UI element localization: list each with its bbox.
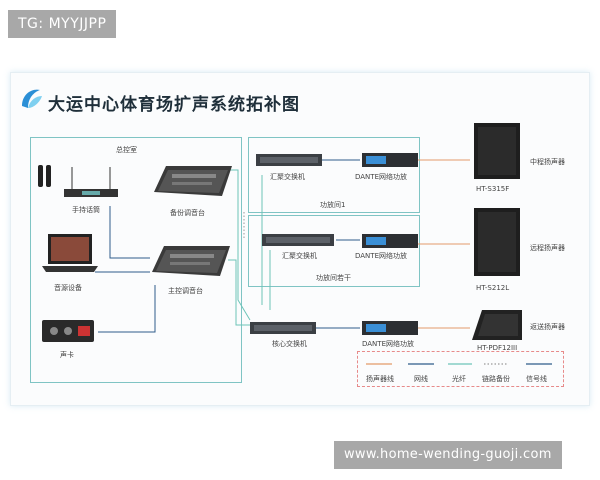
- dante-amp-1-icon: [362, 153, 418, 167]
- main-console-label: 主控调音台: [168, 287, 203, 295]
- backup-console-icon: [154, 166, 232, 196]
- speaker-return-name: 返送扬声器: [530, 323, 565, 331]
- backup-console-label: 备份调音台: [170, 209, 205, 217]
- legend-swatches: [366, 363, 552, 365]
- speaker-far-icon: [474, 208, 520, 276]
- amp-room-n-box: [248, 215, 420, 287]
- legend-speaker-cable: 扬声器线: [366, 375, 394, 383]
- logo-icon: [22, 89, 42, 108]
- wireless-mic-icon: [38, 165, 118, 197]
- core-switch-label: 核心交换机: [272, 340, 307, 348]
- aggregation-switch-2-icon: [262, 234, 334, 246]
- watermark-bottom: www.home-wending-guoji.com: [334, 441, 562, 469]
- sound-card-icon: [42, 320, 94, 342]
- handheld-mic-label: 手持话筒: [72, 206, 100, 214]
- dante-amp-2-icon: [362, 234, 418, 248]
- diagram-title: 大运中心体育场扩声系统拓补图: [48, 95, 300, 115]
- control-room-label: 总控室: [116, 146, 137, 154]
- aggregation-switch-1-icon: [256, 154, 322, 166]
- speaker-return-model: HT-PDF12III: [477, 344, 518, 352]
- amp-room-1-label: 功放间1: [320, 201, 346, 209]
- control-room-box: [30, 137, 242, 383]
- speaker-far-name: 远程扬声器: [530, 244, 565, 252]
- speaker-mid-name: 中程扬声器: [530, 158, 565, 166]
- audio-source-icon: [42, 234, 98, 272]
- legend-link-backup: 链路备份: [482, 375, 510, 383]
- legend-fiber: 光纤: [452, 375, 466, 383]
- main-console-icon: [152, 246, 230, 276]
- dante-amp-3-icon: [362, 321, 418, 335]
- legend-signal-cable: 信号线: [526, 375, 547, 383]
- amp-room-n-label: 功放间若干: [316, 274, 351, 282]
- core-switch-icon: [250, 322, 316, 334]
- dante-amp-1-label: DANTE网络功放: [355, 173, 407, 181]
- amp-room-1-box: [248, 137, 420, 213]
- legend-network-cable: 网线: [414, 375, 428, 383]
- watermark-top: TG: MYYJJPP: [8, 10, 117, 38]
- dante-amp-3-label: DANTE网络功放: [362, 340, 414, 348]
- audio-source-label: 音源设备: [54, 284, 82, 292]
- legend-box: 扬声器线 网线 光纤 链路备份 信号线: [357, 351, 564, 387]
- aggregation-switch-1-label: 汇聚交换机: [270, 173, 305, 181]
- sound-card-label: 声卡: [60, 351, 74, 359]
- aggregation-switch-2-label: 汇聚交换机: [282, 252, 317, 260]
- speaker-far-model: HT-S212L: [476, 284, 510, 292]
- dante-amp-2-label: DANTE网络功放: [355, 252, 407, 260]
- speaker-return-icon: [472, 310, 522, 340]
- speaker-mid-model: HT-S315F: [476, 185, 510, 193]
- speaker-mid-icon: [474, 123, 520, 179]
